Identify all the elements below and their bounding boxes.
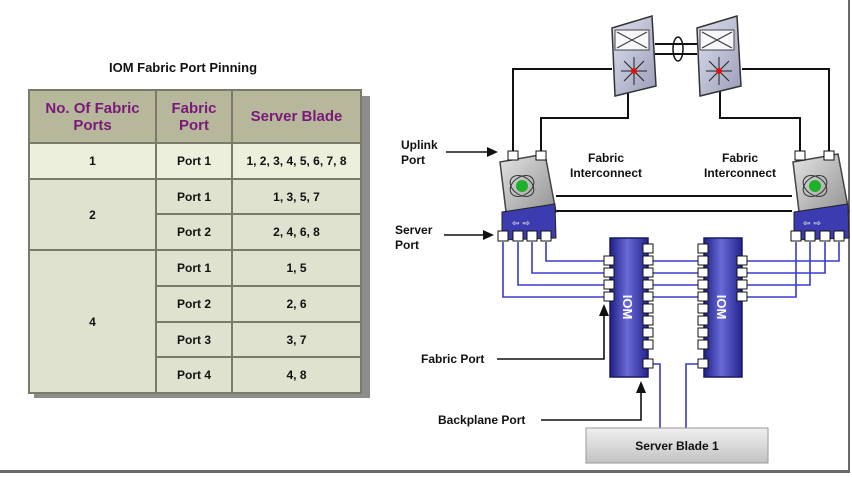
port-cell: Port 3 (155, 321, 233, 358)
blades-cell: 1, 3, 5, 7 (231, 178, 362, 215)
uplink-wires (512, 68, 830, 212)
fabric-interconnect-right: ⇦ ⇨ (792, 153, 850, 241)
server-port-label-line: Port (395, 238, 419, 252)
upstream-switch-right (696, 15, 742, 97)
group-count-cell: 4 (28, 249, 157, 394)
label-arrows (444, 151, 642, 421)
server-blade-label: Server Blade 1 (635, 439, 719, 453)
server-port-label: Server Port (395, 223, 432, 253)
server-port-label-line: Server (395, 223, 433, 237)
fabric-port-label: Fabric Port (421, 352, 485, 366)
fi-left-label-line: Fabric (587, 151, 624, 165)
header-fabric-port: Fabric Port (155, 89, 233, 144)
backplane-wires (652, 363, 700, 428)
port-cell: Port 1 (155, 178, 233, 215)
blades-cell: 2, 4, 6, 8 (231, 213, 362, 251)
port-pinning-table: No. Of Fabric Ports Fabric Port Server B… (28, 89, 362, 394)
backplane-port-label: Backplane Port (438, 413, 526, 427)
table-title: IOM Fabric Port Pinning (108, 60, 258, 75)
group-count-cell: 1 (28, 142, 157, 180)
fabric-interconnect-right-label: Fabric Interconnect (695, 151, 785, 181)
server-port-wires (502, 242, 840, 298)
blades-cell: 1, 5 (231, 249, 362, 287)
server-ports (497, 230, 845, 242)
uplink-ports (507, 150, 835, 161)
port-cell: Port 1 (155, 249, 233, 287)
blades-cell: 3, 7 (231, 321, 362, 358)
iom-right (697, 237, 748, 378)
server-blade-box (585, 427, 769, 464)
uplink-port-label: Uplink Port (401, 138, 438, 168)
fabric-interconnect-left-label: Fabric Interconnect (561, 151, 651, 181)
fi-left-label-line: Interconnect (569, 166, 642, 180)
uplink-port-label-line: Uplink (401, 138, 438, 152)
fi-right-label-line: Fabric (721, 151, 758, 165)
arrow-heads (483, 147, 646, 393)
svg-text:⇦ ⇨: ⇦ ⇨ (803, 219, 821, 229)
iom-right-label: IOM (714, 295, 729, 320)
port-cell: Port 2 (155, 213, 233, 251)
header-fabric-ports: No. Of Fabric Ports (28, 89, 157, 144)
iom-left (603, 237, 654, 378)
uplink-port-label-line: Port (401, 153, 425, 167)
port-cell: Port 4 (155, 356, 233, 394)
port-cell: Port 1 (155, 142, 233, 180)
fabric-interconnect-left: ⇦ ⇨ (499, 153, 557, 241)
iom-left-label: IOM (620, 295, 635, 320)
header-server-blade: Server Blade (231, 89, 362, 144)
group-count-cell: 2 (28, 178, 157, 251)
blades-cell: 4, 8 (231, 356, 362, 394)
fi-right-label-line: Interconnect (703, 166, 776, 180)
switch-link (655, 36, 697, 62)
blades-cell: 2, 6 (231, 285, 362, 323)
port-cell: Port 2 (155, 285, 233, 323)
blades-cell: 1, 2, 3, 4, 5, 6, 7, 8 (231, 142, 362, 180)
svg-text:⇦ ⇨: ⇦ ⇨ (512, 219, 530, 229)
upstream-switch-left (611, 15, 657, 97)
